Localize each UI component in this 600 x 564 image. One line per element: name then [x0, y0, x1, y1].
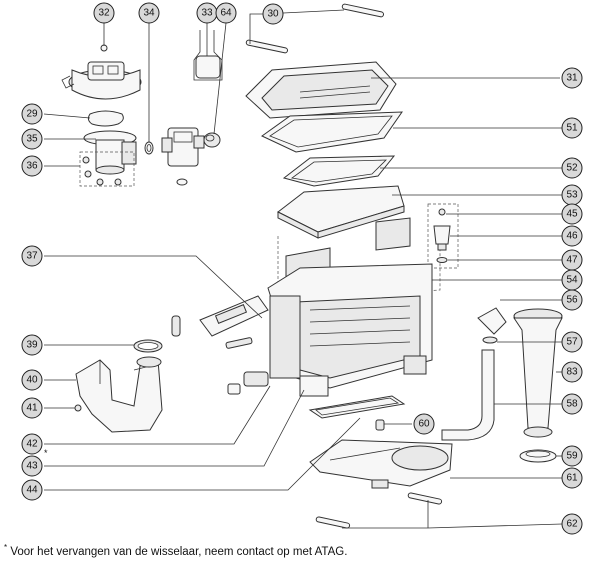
part-35-venturi: [83, 130, 137, 175]
svg-text:43: 43: [26, 461, 38, 472]
part-53-lid: [277, 185, 405, 239]
callout-41: 41: [21, 397, 43, 419]
footnote-text: Voor het vervangen van de wisselaar, nee…: [7, 545, 348, 558]
svg-text:32: 32: [98, 8, 110, 19]
part-56-elbow: [477, 307, 507, 344]
callout-37: 37: [21, 245, 43, 267]
callout-52: 52: [561, 157, 583, 179]
svg-text:35: 35: [26, 134, 38, 145]
part-59-cup: [519, 449, 557, 463]
part-36-screws: [79, 151, 135, 187]
svg-text:54: 54: [566, 275, 578, 286]
svg-text:36: 36: [26, 161, 38, 172]
callout-34: 34: [138, 2, 160, 24]
svg-text:42: 42: [26, 439, 38, 450]
svg-text:29: 29: [26, 109, 38, 120]
callout-32: 32: [93, 2, 115, 24]
ignition-electrode: [225, 337, 253, 349]
svg-text:57: 57: [566, 337, 578, 348]
svg-text:62: 62: [566, 519, 578, 530]
part-51-gasket: [261, 111, 403, 153]
heat-exchanger: [267, 263, 433, 397]
svg-text:46: 46: [566, 231, 578, 242]
part-34-ring: [144, 141, 154, 155]
callout-36: 36: [21, 155, 43, 177]
callout-43-asterisk: *: [44, 448, 48, 458]
svg-text:59: 59: [566, 451, 578, 462]
callout-51: 51: [561, 117, 583, 139]
callout-31: 31: [561, 67, 583, 89]
part-44-gasket: [308, 395, 406, 419]
svg-text:53: 53: [566, 190, 578, 201]
svg-text:47: 47: [566, 255, 578, 266]
svg-text:44: 44: [26, 485, 38, 496]
callout-54: 54: [561, 269, 583, 291]
callout-43: 43: [21, 455, 43, 477]
gas-valve: [161, 127, 205, 186]
callout-59: 59: [561, 445, 583, 467]
part-60-fitting: [375, 419, 385, 431]
part-52-gasket: [282, 155, 396, 187]
svg-text:30: 30: [267, 9, 279, 20]
callout-61: 61: [561, 467, 583, 489]
svg-text:33: 33: [201, 8, 213, 19]
svg-text:31: 31: [566, 73, 578, 84]
callout-64: 64: [215, 2, 237, 24]
part-40-intake: [75, 356, 163, 433]
svg-text:40: 40: [26, 375, 38, 386]
svg-text:51: 51: [566, 123, 578, 134]
callout-44: 44: [21, 479, 43, 501]
callout-40: 40: [21, 369, 43, 391]
callout-29: 29: [21, 103, 43, 125]
svg-text:41: 41: [26, 403, 38, 414]
part-32-fan: [61, 44, 142, 100]
svg-text:37: 37: [26, 251, 38, 262]
part-33-cable: [193, 30, 223, 81]
part-58-hose: [441, 349, 495, 441]
svg-text:64: 64: [220, 8, 232, 19]
callout-30: 30: [262, 3, 284, 25]
part-30-rods: [245, 3, 384, 54]
footnote: * Voor het vervangen van de wisselaar, n…: [4, 543, 347, 558]
footnote-marker: *: [4, 543, 8, 552]
callout-60: 60: [413, 413, 435, 435]
callout-35: 35: [21, 128, 43, 150]
callout-46: 46: [561, 225, 583, 247]
callout-42: 42: [21, 433, 43, 455]
callout-47: 47: [561, 249, 583, 271]
part-29-gasket: [87, 110, 124, 127]
svg-text:58: 58: [566, 399, 578, 410]
part-42-sensor: [227, 371, 269, 395]
part-37-burner: [171, 295, 269, 337]
callout-62: 62: [561, 513, 583, 535]
callout-56: 56: [561, 289, 583, 311]
svg-text:56: 56: [566, 295, 578, 306]
callout-83: 83: [561, 361, 583, 383]
part-41-screw: [70, 404, 82, 412]
part-61-tray: [309, 439, 453, 489]
part-62-rods: [315, 492, 443, 529]
svg-text:52: 52: [566, 163, 578, 174]
callout-33: 33: [196, 2, 218, 24]
svg-text:60: 60: [418, 419, 430, 430]
part-31-cover: [245, 61, 397, 119]
svg-text:34: 34: [143, 8, 155, 19]
part-64-cap: [203, 132, 221, 148]
callout-39: 39: [21, 334, 43, 356]
svg-text:39: 39: [26, 340, 38, 351]
callout-45: 45: [561, 203, 583, 225]
part-39-oring: [133, 339, 163, 353]
part-83-siphon: [513, 308, 563, 438]
callout-58: 58: [561, 393, 583, 415]
svg-text:83: 83: [566, 367, 578, 378]
svg-text:45: 45: [566, 209, 578, 220]
callout-57: 57: [561, 331, 583, 353]
callout-53: 53: [561, 184, 583, 206]
svg-text:61: 61: [566, 473, 578, 484]
